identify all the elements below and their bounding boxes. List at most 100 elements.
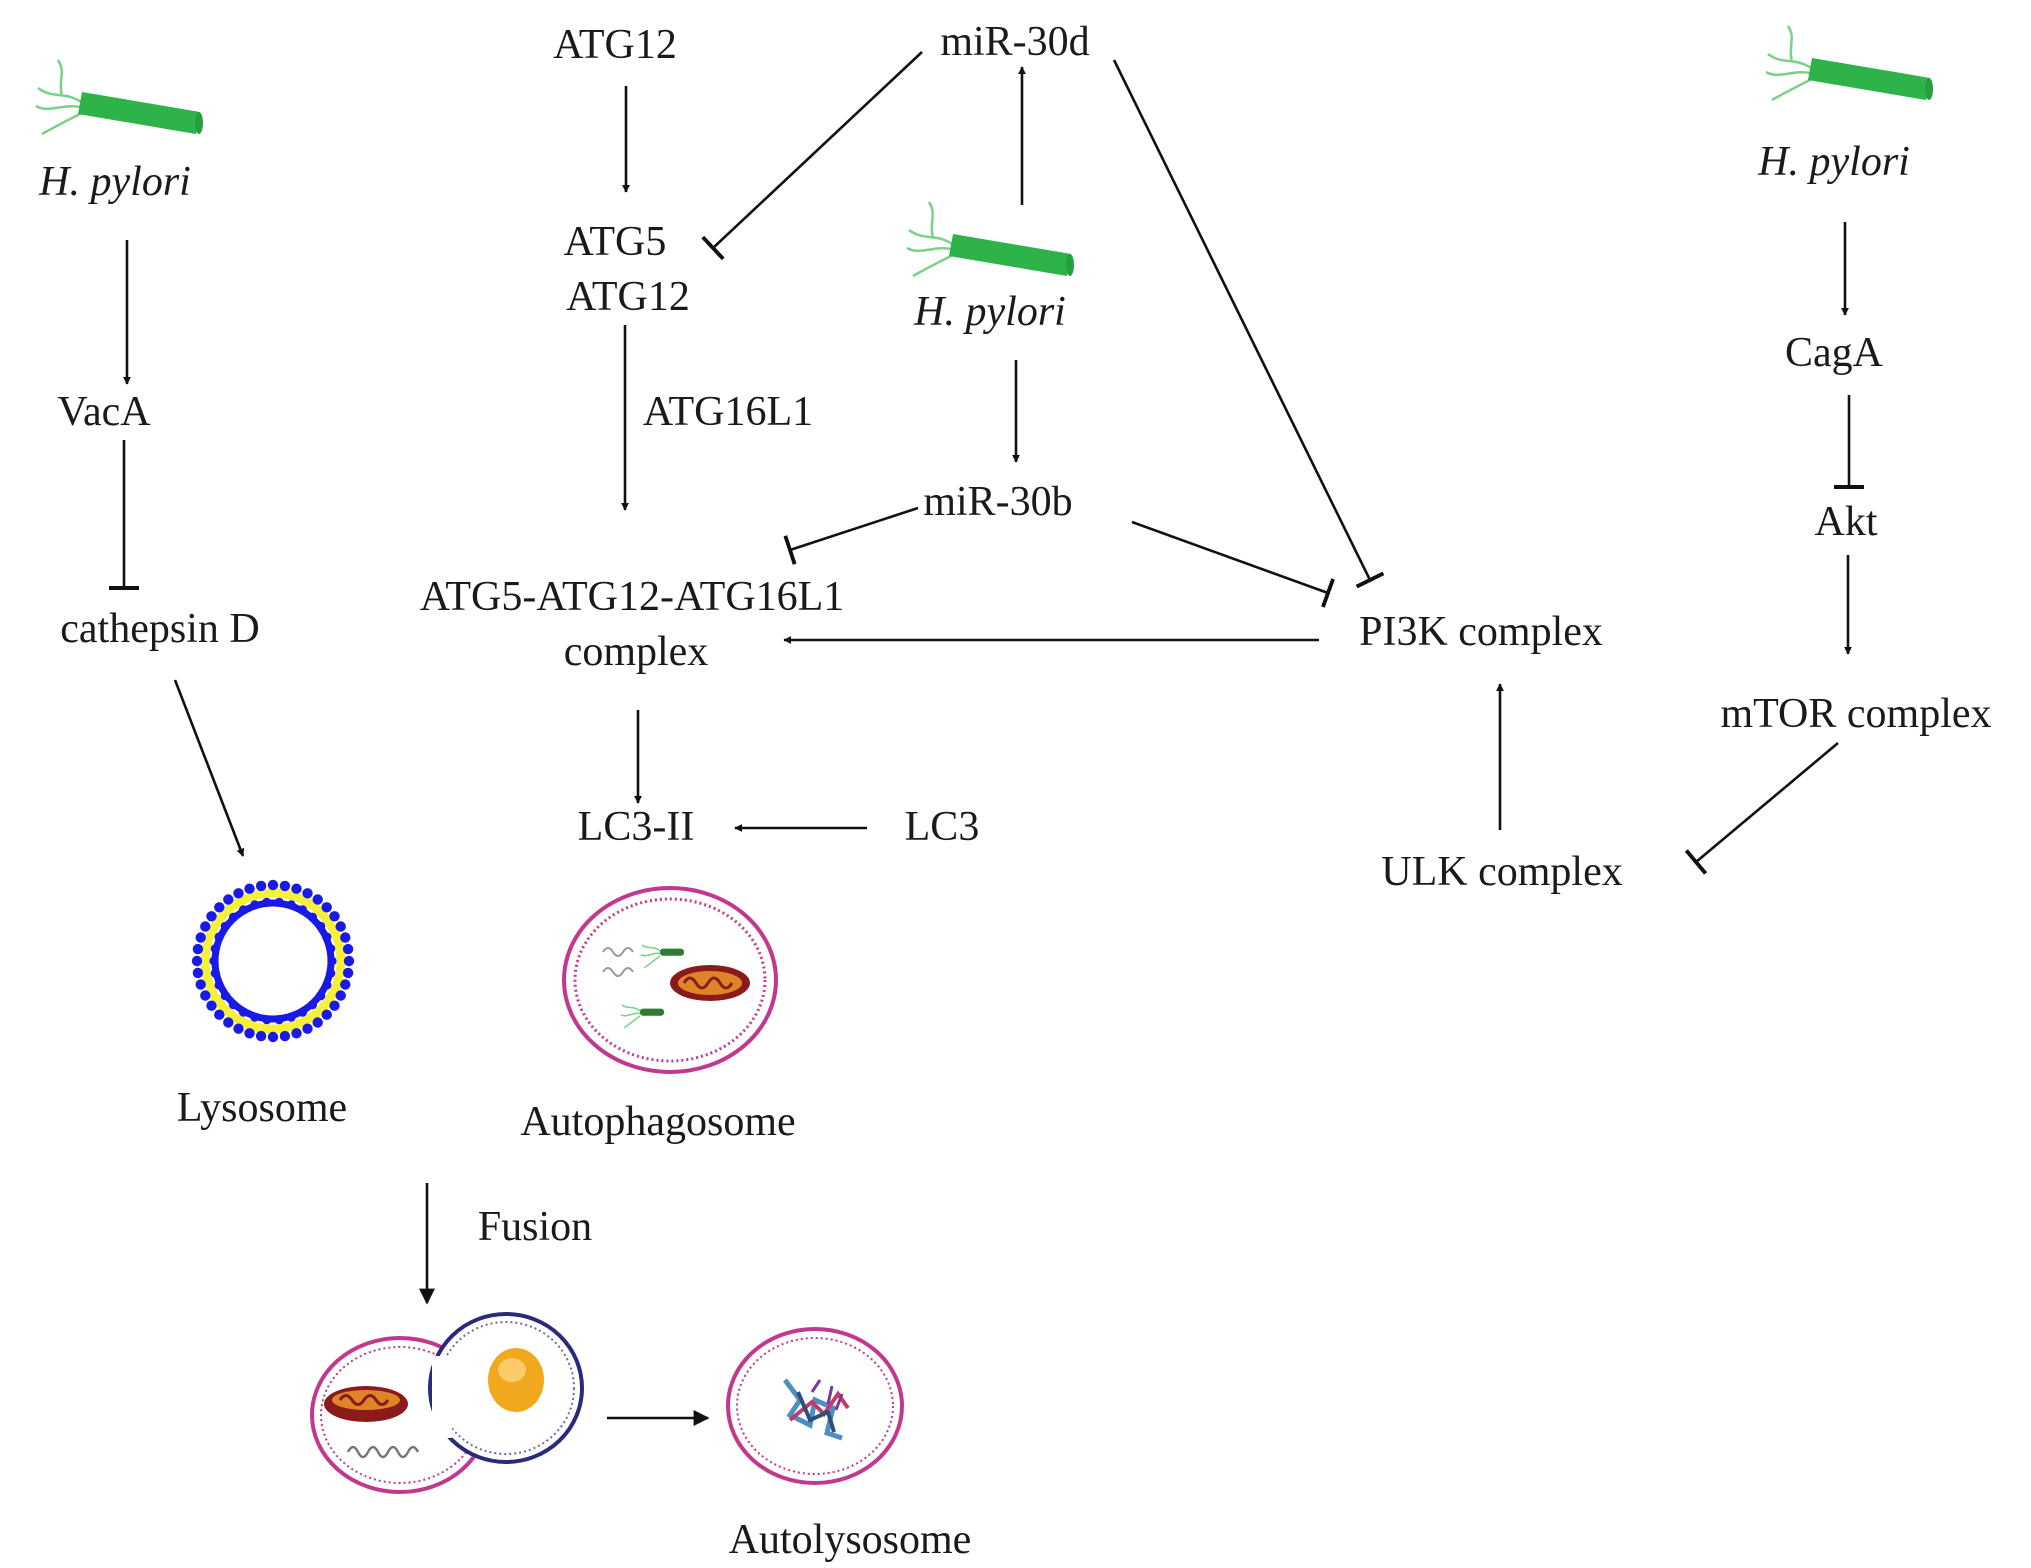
mir-30b-label: miR-30b <box>923 479 1072 525</box>
lipid-bead <box>307 1000 318 1010</box>
lipid-bead <box>214 980 224 990</box>
lipid-bead <box>192 943 204 955</box>
lipid-bead <box>312 894 323 905</box>
lipid-bead <box>267 1031 279 1043</box>
atg12-conjugate-label: ATG12 <box>566 274 690 320</box>
autophagosome-label: Autophagosome <box>520 1099 795 1145</box>
lipid-bead <box>210 944 220 954</box>
autolysosome-label: Autolysosome <box>729 1517 972 1563</box>
lipid-bead <box>274 897 284 907</box>
hpylori-right-bacterium-icon <box>1764 24 1935 102</box>
inhibit-mir30d-to-atg5 <box>701 51 923 261</box>
lipid-bead <box>238 1007 249 1017</box>
lipid-bead <box>286 900 296 910</box>
lipid-bead <box>233 888 244 899</box>
lipid-bead <box>244 883 255 894</box>
autophagosome-outer-membrane <box>562 886 778 1074</box>
lipid-bead <box>267 879 279 891</box>
lipid-bead <box>335 990 346 1001</box>
atg-complex-label-line1: ATG5-ATG12-ATG16L1 <box>420 574 845 620</box>
cathepsin-d-label: cathepsin D <box>60 606 259 652</box>
lipid-bead <box>326 968 336 978</box>
lipid-bead <box>329 1000 340 1011</box>
lipid-bead <box>291 883 302 894</box>
autolysosome-debris-icon <box>783 1378 850 1441</box>
lipid-bead <box>228 912 239 922</box>
lipid-bead <box>200 921 211 932</box>
lipid-bead <box>228 1000 239 1010</box>
lipid-bead <box>195 932 206 943</box>
lipid-bead <box>250 1012 260 1022</box>
lipid-bead <box>255 1030 267 1042</box>
lipid-bead <box>191 955 203 967</box>
lipid-bead <box>250 900 260 910</box>
lipid-bead <box>223 1017 234 1028</box>
hpylori-left-bacterium-icon <box>34 58 205 136</box>
fusion-mitochondrion-icon <box>324 1386 408 1422</box>
arrow-cathepsin-to-lysosome <box>173 679 245 857</box>
autophagosome-bacterium-icon-1 <box>640 944 684 969</box>
lipid-bead <box>291 1028 302 1039</box>
lipid-bead <box>192 967 204 979</box>
lipid-bead <box>302 1023 313 1034</box>
lipid-bead <box>206 911 217 922</box>
lipid-bead <box>340 979 351 990</box>
lipid-bead <box>214 932 224 942</box>
inhibit-mir30b-to-pi3k <box>1131 520 1335 608</box>
lipid-bead <box>340 932 351 943</box>
akt-label: Akt <box>1815 499 1878 545</box>
lipid-bead <box>209 956 219 966</box>
lipid-bead <box>312 1017 323 1028</box>
lysosome-label: Lysosome <box>177 1085 347 1131</box>
lc3-ii-label: LC3-II <box>578 804 695 850</box>
hpylori-center-label: H. pylori <box>913 289 1066 335</box>
lipid-bead <box>223 894 234 905</box>
autophagosome-bacterium-icon-2 <box>620 1004 664 1029</box>
mir-30d-label: miR-30d <box>940 19 1089 65</box>
lipid-bead <box>255 880 267 892</box>
lipid-bead <box>238 905 249 915</box>
lipid-bead <box>195 979 206 990</box>
fusion-vesicle-icon <box>310 1312 584 1494</box>
lipid-bead <box>321 1009 332 1020</box>
lipid-bead <box>327 956 337 966</box>
lipid-bead <box>214 902 225 913</box>
inhibit-mir30d-to-pi3k <box>1112 59 1385 589</box>
autophagosome-icon <box>562 886 778 1074</box>
lipid-bead <box>262 897 272 907</box>
lipid-bead <box>329 911 340 922</box>
lysosome-icon <box>191 879 355 1043</box>
lipid-bead <box>316 991 326 1001</box>
atg-complex-label-line2: complex <box>564 629 709 675</box>
autolysosome-icon <box>726 1327 904 1485</box>
ulk-complex-label: ULK complex <box>1381 849 1622 895</box>
lipid-bead <box>342 967 354 979</box>
autophagosome-mitochondrion-icon <box>670 965 750 1001</box>
lipid-bead <box>279 880 291 892</box>
lipid-bead <box>274 1015 284 1025</box>
lipid-bead <box>244 1028 255 1039</box>
lipid-bead <box>233 1023 244 1034</box>
lipid-bead <box>297 1007 308 1017</box>
lipid-bead <box>316 921 326 931</box>
hpylori-right-label: H. pylori <box>1757 139 1910 185</box>
lipid-bead <box>206 1000 217 1011</box>
lipid-bead <box>286 1012 296 1022</box>
lipid-bead <box>220 921 230 931</box>
lipid-bead <box>335 921 346 932</box>
hpylori-left-label: H. pylori <box>38 159 191 205</box>
lysosome-core-ring <box>200 888 346 1034</box>
fusion-dna-icon <box>346 1445 420 1459</box>
atg16l1-label: ATG16L1 <box>643 389 813 435</box>
lipid-bead <box>200 990 211 1001</box>
atg5-label: ATG5 <box>564 219 667 265</box>
pi3k-complex-label: PI3K complex <box>1359 609 1603 655</box>
inhibit-mir30b-to-complex <box>783 506 919 565</box>
lipid-bead <box>214 1009 225 1020</box>
lipid-bead <box>307 912 318 922</box>
lipid-bead <box>342 943 354 955</box>
atg12-label: ATG12 <box>553 22 677 68</box>
autophagosome-dna-icon <box>602 947 634 977</box>
